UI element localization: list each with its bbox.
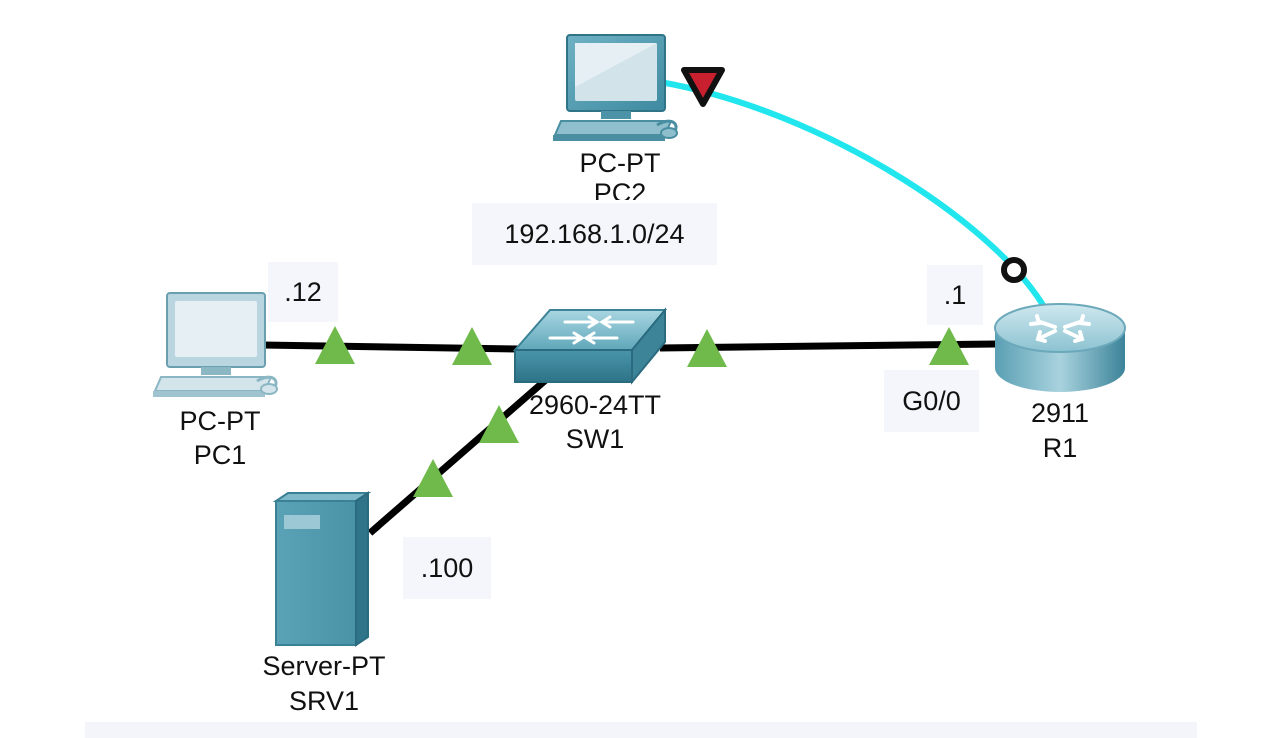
switch-icon[interactable] — [512, 307, 668, 385]
router-name-label: R1 — [1042, 433, 1078, 463]
server-name-label: SRV1 — [288, 686, 360, 716]
status-up-srv1-port — [413, 459, 453, 497]
pc1-address-label: .12 — [268, 262, 338, 322]
link-status-markers — [315, 67, 1027, 497]
pc1-model-label: PC-PT — [179, 406, 261, 436]
status-console-r1-port — [1001, 257, 1027, 283]
pc1-name-label: PC1 — [193, 440, 247, 470]
pc2-icon[interactable] — [553, 34, 678, 141]
switch-model-label: 2960-24TT — [528, 390, 662, 420]
link-sw1-srv1[interactable] — [367, 375, 551, 536]
router-model-label: 2911 — [1030, 398, 1090, 428]
router-icon[interactable] — [994, 303, 1126, 392]
status-up-r1-port — [929, 327, 969, 365]
server-icon[interactable] — [272, 491, 372, 647]
status-up-sw1-pc1-port — [452, 327, 492, 365]
link-pc2-r1-console[interactable] — [659, 79, 1046, 307]
server-address-label: .100 — [403, 537, 491, 599]
status-up-sw1-r1-port — [687, 329, 727, 367]
server-model-label: Server-PT — [262, 651, 386, 681]
router-address-label: .1 — [927, 265, 983, 325]
pc1-icon[interactable] — [153, 292, 278, 397]
status-up-sw1-srv1-port — [479, 405, 519, 443]
pc2-model-label: PC-PT — [579, 148, 661, 178]
status-down-pc2-port — [681, 67, 725, 107]
switch-name-label: SW1 — [565, 424, 625, 454]
pc2-name-label: PC2 — [593, 178, 647, 200]
network-address-label: 192.168.1.0/24 — [472, 203, 717, 265]
bottom-panel-edge — [85, 722, 1197, 738]
router-interface-label: G0/0 — [884, 370, 979, 432]
status-up-pc1-port — [315, 326, 355, 364]
